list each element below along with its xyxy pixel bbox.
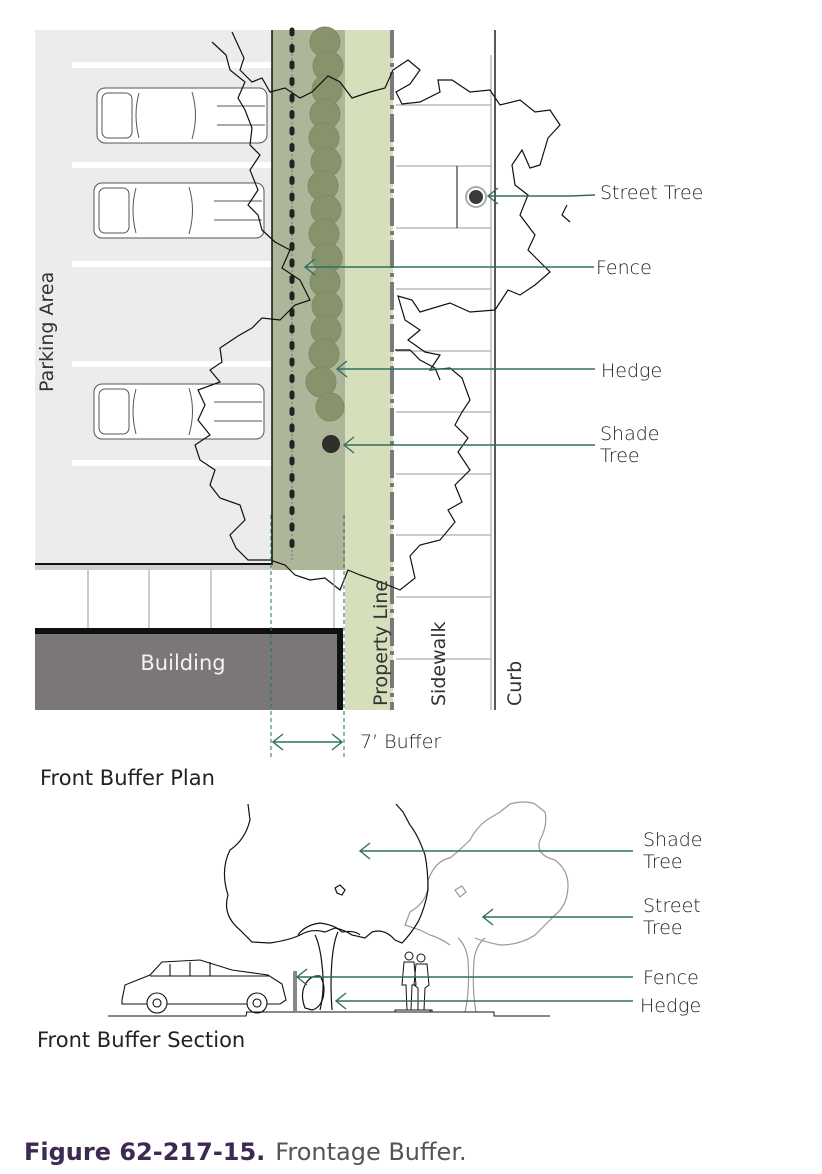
parked-car [93,383,265,440]
fence-section-leader [295,968,633,986]
shade-tree-trunk [322,435,340,453]
parking-curb-strip [35,565,272,570]
figure-number: Figure 62-217-15. [24,1138,266,1166]
shade-tree-canopy [194,31,561,591]
front-buffer-plan: Building Parking Area Property Line Side… [35,26,703,790]
front-buffer-section: Shade Tree Street Tree Fence Hedge Front… [37,801,703,1052]
building [35,634,337,710]
hedge-leader [335,360,595,378]
canopy-detail [395,349,441,381]
street-tree-canopy [404,801,569,946]
hedge-callout: Hedge [601,360,662,382]
shade-tree-trunk-section [314,931,339,1011]
fence-section [293,971,297,1011]
fence-callout: Fence [596,257,652,279]
parking-stall-lines [72,62,272,466]
street-tree-leader [486,187,596,205]
parked-car [96,87,268,144]
street-tree-trunk-section [457,937,486,1013]
canopy-detail [561,204,571,223]
building-walkway-joints [87,570,335,628]
tree-grate [465,186,487,208]
street-tree-callout: Street Tree [600,182,703,204]
shade-tree-section-leader [358,842,633,860]
hedge-plan [305,26,345,422]
sidewalk-label: Sidewalk [428,621,450,706]
curb-profile [429,1010,550,1017]
parked-car-section [121,959,287,1014]
street-tree-section-callout-line2: Tree [643,917,683,939]
hedge-section-leader [334,992,633,1010]
parked-car [93,182,265,239]
shade-tree-section-callout-line1: Shade [643,829,703,851]
parking-area-label: Parking Area [36,272,58,392]
shade-tree-callout-line2: Tree [600,445,640,467]
hedge-section [301,975,325,1011]
hedge-section-callout: Hedge [640,995,701,1017]
buffer-width-label: 7’ Buffer [360,731,441,753]
street-tree-trunk [469,190,483,204]
sidewalk-joints [396,55,492,710]
shade-tree-callout-line1: Shade [600,423,660,445]
trunk-branches [297,922,361,936]
canopy-detail [454,885,467,898]
building-wall-side [337,634,343,710]
shade-tree-leader [342,436,595,454]
street-tree-section-callout-line1: Street [643,895,701,917]
curb-label: Curb [504,661,526,706]
shade-tree-section-callout-line2: Tree [643,851,683,873]
plan-title: Front Buffer Plan [40,766,215,790]
fence-leader [303,258,594,276]
figure-title: Frontage Buffer. [275,1138,467,1166]
fence-section-callout: Fence [643,967,699,989]
canopy-detail [334,884,346,896]
section-title: Front Buffer Section [37,1028,245,1052]
building-label: Building [140,651,225,675]
shade-tree-canopy-section [223,803,429,944]
property-line-label: Property Line [370,580,392,706]
figure-caption: Figure 62-217-15. Frontage Buffer. [24,1138,467,1166]
street-tree-section-leader [481,908,633,926]
setback-strip [345,30,393,710]
buffer-dimension-arrow [271,733,344,751]
building-wall [35,628,343,634]
